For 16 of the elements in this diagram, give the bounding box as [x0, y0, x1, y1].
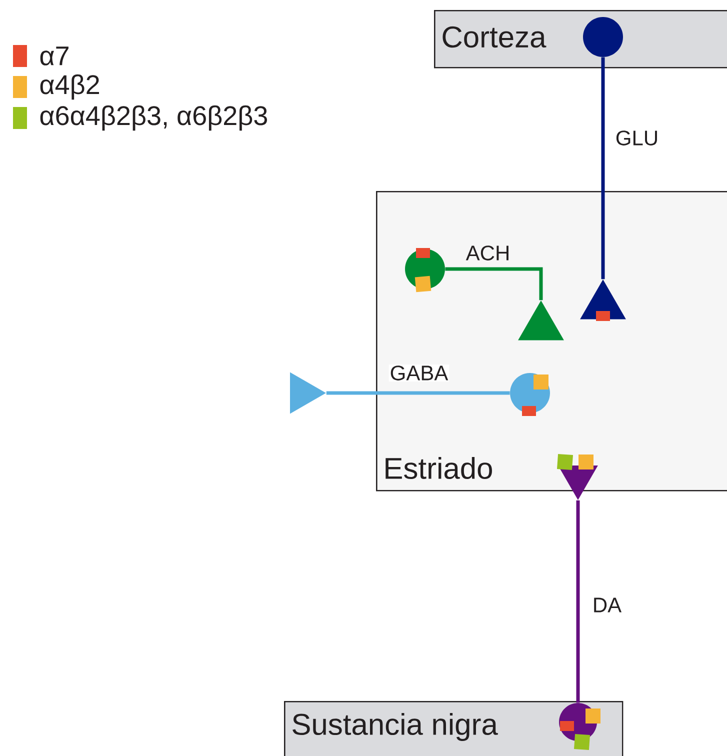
connector-line [326, 391, 510, 395]
connector-line [601, 57, 605, 280]
axon-terminal [518, 300, 564, 340]
legend-label: α4β2 [40, 74, 99, 100]
edge-label: DA [591, 596, 623, 614]
legend-label: α7 [40, 46, 68, 66]
region-box: Sustancia nigra [284, 701, 624, 756]
region-box: Corteza [434, 10, 727, 68]
connector-line [445, 267, 543, 300]
edge-label: ACH [464, 244, 512, 262]
neuron-soma [583, 17, 623, 57]
edge-label: GLU [614, 130, 660, 146]
edge-label: GABA [388, 364, 450, 382]
axon-terminal [290, 372, 326, 414]
connector-line [576, 500, 580, 703]
legend-label: α6α4β2β3, α6β2β3 [40, 105, 267, 131]
